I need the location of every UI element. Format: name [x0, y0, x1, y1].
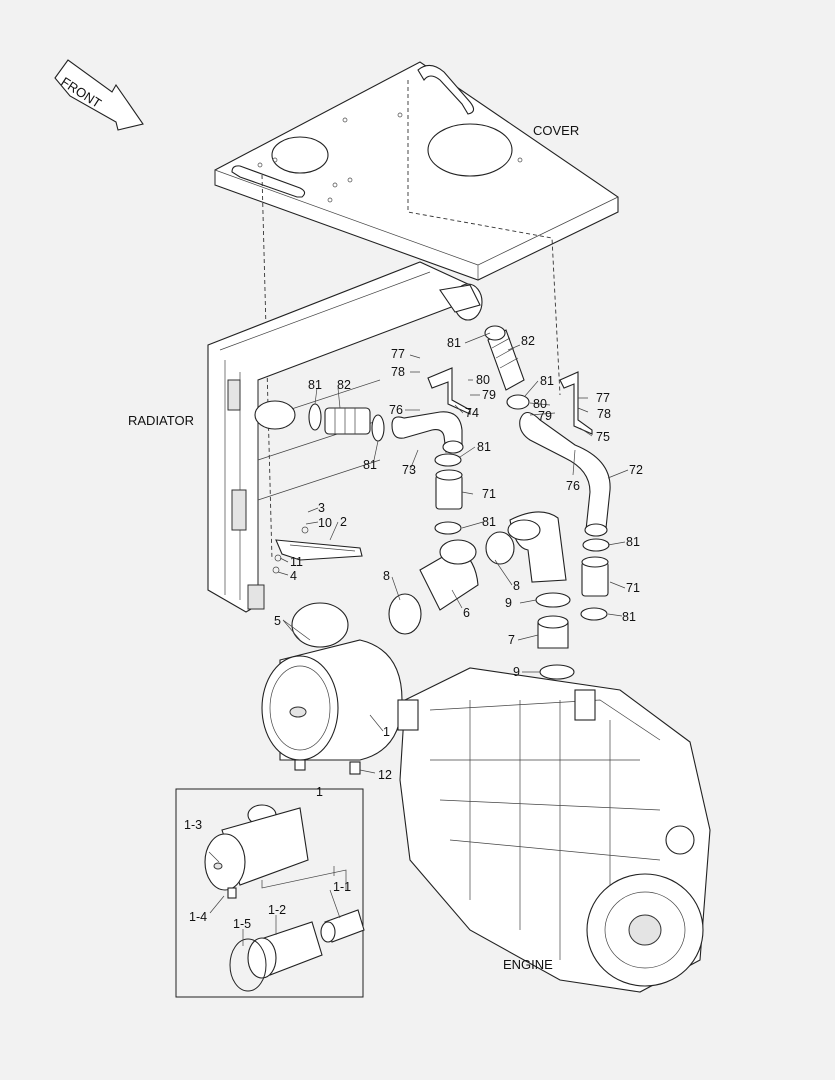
callout-81: 81 [540, 374, 554, 388]
callout-71: 71 [482, 487, 496, 501]
callout-78: 78 [391, 365, 405, 379]
hose-82-left [308, 403, 385, 442]
hose-82-right [484, 325, 530, 410]
callout-6: 6 [463, 606, 470, 620]
callout-75: 75 [596, 430, 610, 444]
cover-panel [214, 61, 619, 281]
callout-77: 77 [391, 347, 405, 361]
callout-8: 8 [383, 569, 390, 583]
callout-78: 78 [597, 407, 611, 421]
coupling-7 [535, 592, 575, 680]
elbow-right [507, 511, 567, 583]
pipe-73 [391, 411, 464, 454]
callout-4: 4 [290, 569, 297, 583]
callout-81: 81 [447, 336, 461, 350]
callout-7: 7 [508, 633, 515, 647]
engine-block [397, 667, 711, 993]
callout-81: 81 [477, 440, 491, 454]
callout-76: 76 [566, 479, 580, 493]
callout-81: 81 [622, 610, 636, 624]
callout-79: 79 [538, 409, 552, 423]
callout-labels: 77 78 81 82 80 79 74 81 82 76 73 81 81 8… [184, 334, 643, 931]
pipe-6 [388, 531, 515, 635]
callout-74: 74 [465, 406, 479, 420]
coupling-71-right [580, 538, 610, 621]
callout-82: 82 [521, 334, 535, 348]
callout-1-box: 1 [316, 785, 323, 799]
callout-82: 82 [337, 378, 351, 392]
callout-3: 3 [318, 501, 325, 515]
callout-1-1: 1-1 [333, 880, 351, 894]
callout-12: 12 [378, 768, 392, 782]
callout-71: 71 [626, 581, 640, 595]
callout-10: 10 [318, 516, 332, 530]
bracket-75 [559, 371, 593, 435]
callout-1-5: 1-5 [233, 917, 251, 931]
cover-leader-right [407, 80, 561, 396]
callout-1-2: 1-2 [268, 903, 286, 917]
callout-80: 80 [476, 373, 490, 387]
callout-9: 9 [513, 665, 520, 679]
callout-81: 81 [626, 535, 640, 549]
coupling-71-left [434, 453, 463, 535]
air-cleaner-assembly [261, 602, 403, 775]
radiator-label: RADIATOR [128, 413, 194, 428]
callout-8: 8 [513, 579, 520, 593]
pipe-72 [519, 411, 611, 537]
callout-leaders [277, 332, 629, 774]
inset-box [175, 788, 365, 998]
callout-73: 73 [402, 463, 416, 477]
callout-1: 1 [383, 725, 390, 739]
front-arrow-icon: FRONT [54, 59, 144, 131]
callout-1-4: 1-4 [189, 910, 207, 924]
bracket-74 [427, 367, 471, 415]
callout-79: 79 [482, 388, 496, 402]
callout-5: 5 [274, 614, 281, 628]
callout-81: 81 [363, 458, 377, 472]
callout-81: 81 [308, 378, 322, 392]
bracket-2 [272, 526, 363, 574]
cover-label: COVER [533, 123, 579, 138]
callout-1-3: 1-3 [184, 818, 202, 832]
callout-11: 11 [290, 555, 303, 569]
callout-9: 9 [505, 596, 512, 610]
callout-77: 77 [596, 391, 610, 405]
callout-80: 80 [533, 397, 547, 411]
callout-72: 72 [629, 463, 643, 477]
callout-76: 76 [389, 403, 403, 417]
callout-81: 81 [482, 515, 496, 529]
radiator-body [207, 261, 483, 613]
engine-label: ENGINE [503, 957, 553, 972]
callout-2: 2 [340, 515, 347, 529]
